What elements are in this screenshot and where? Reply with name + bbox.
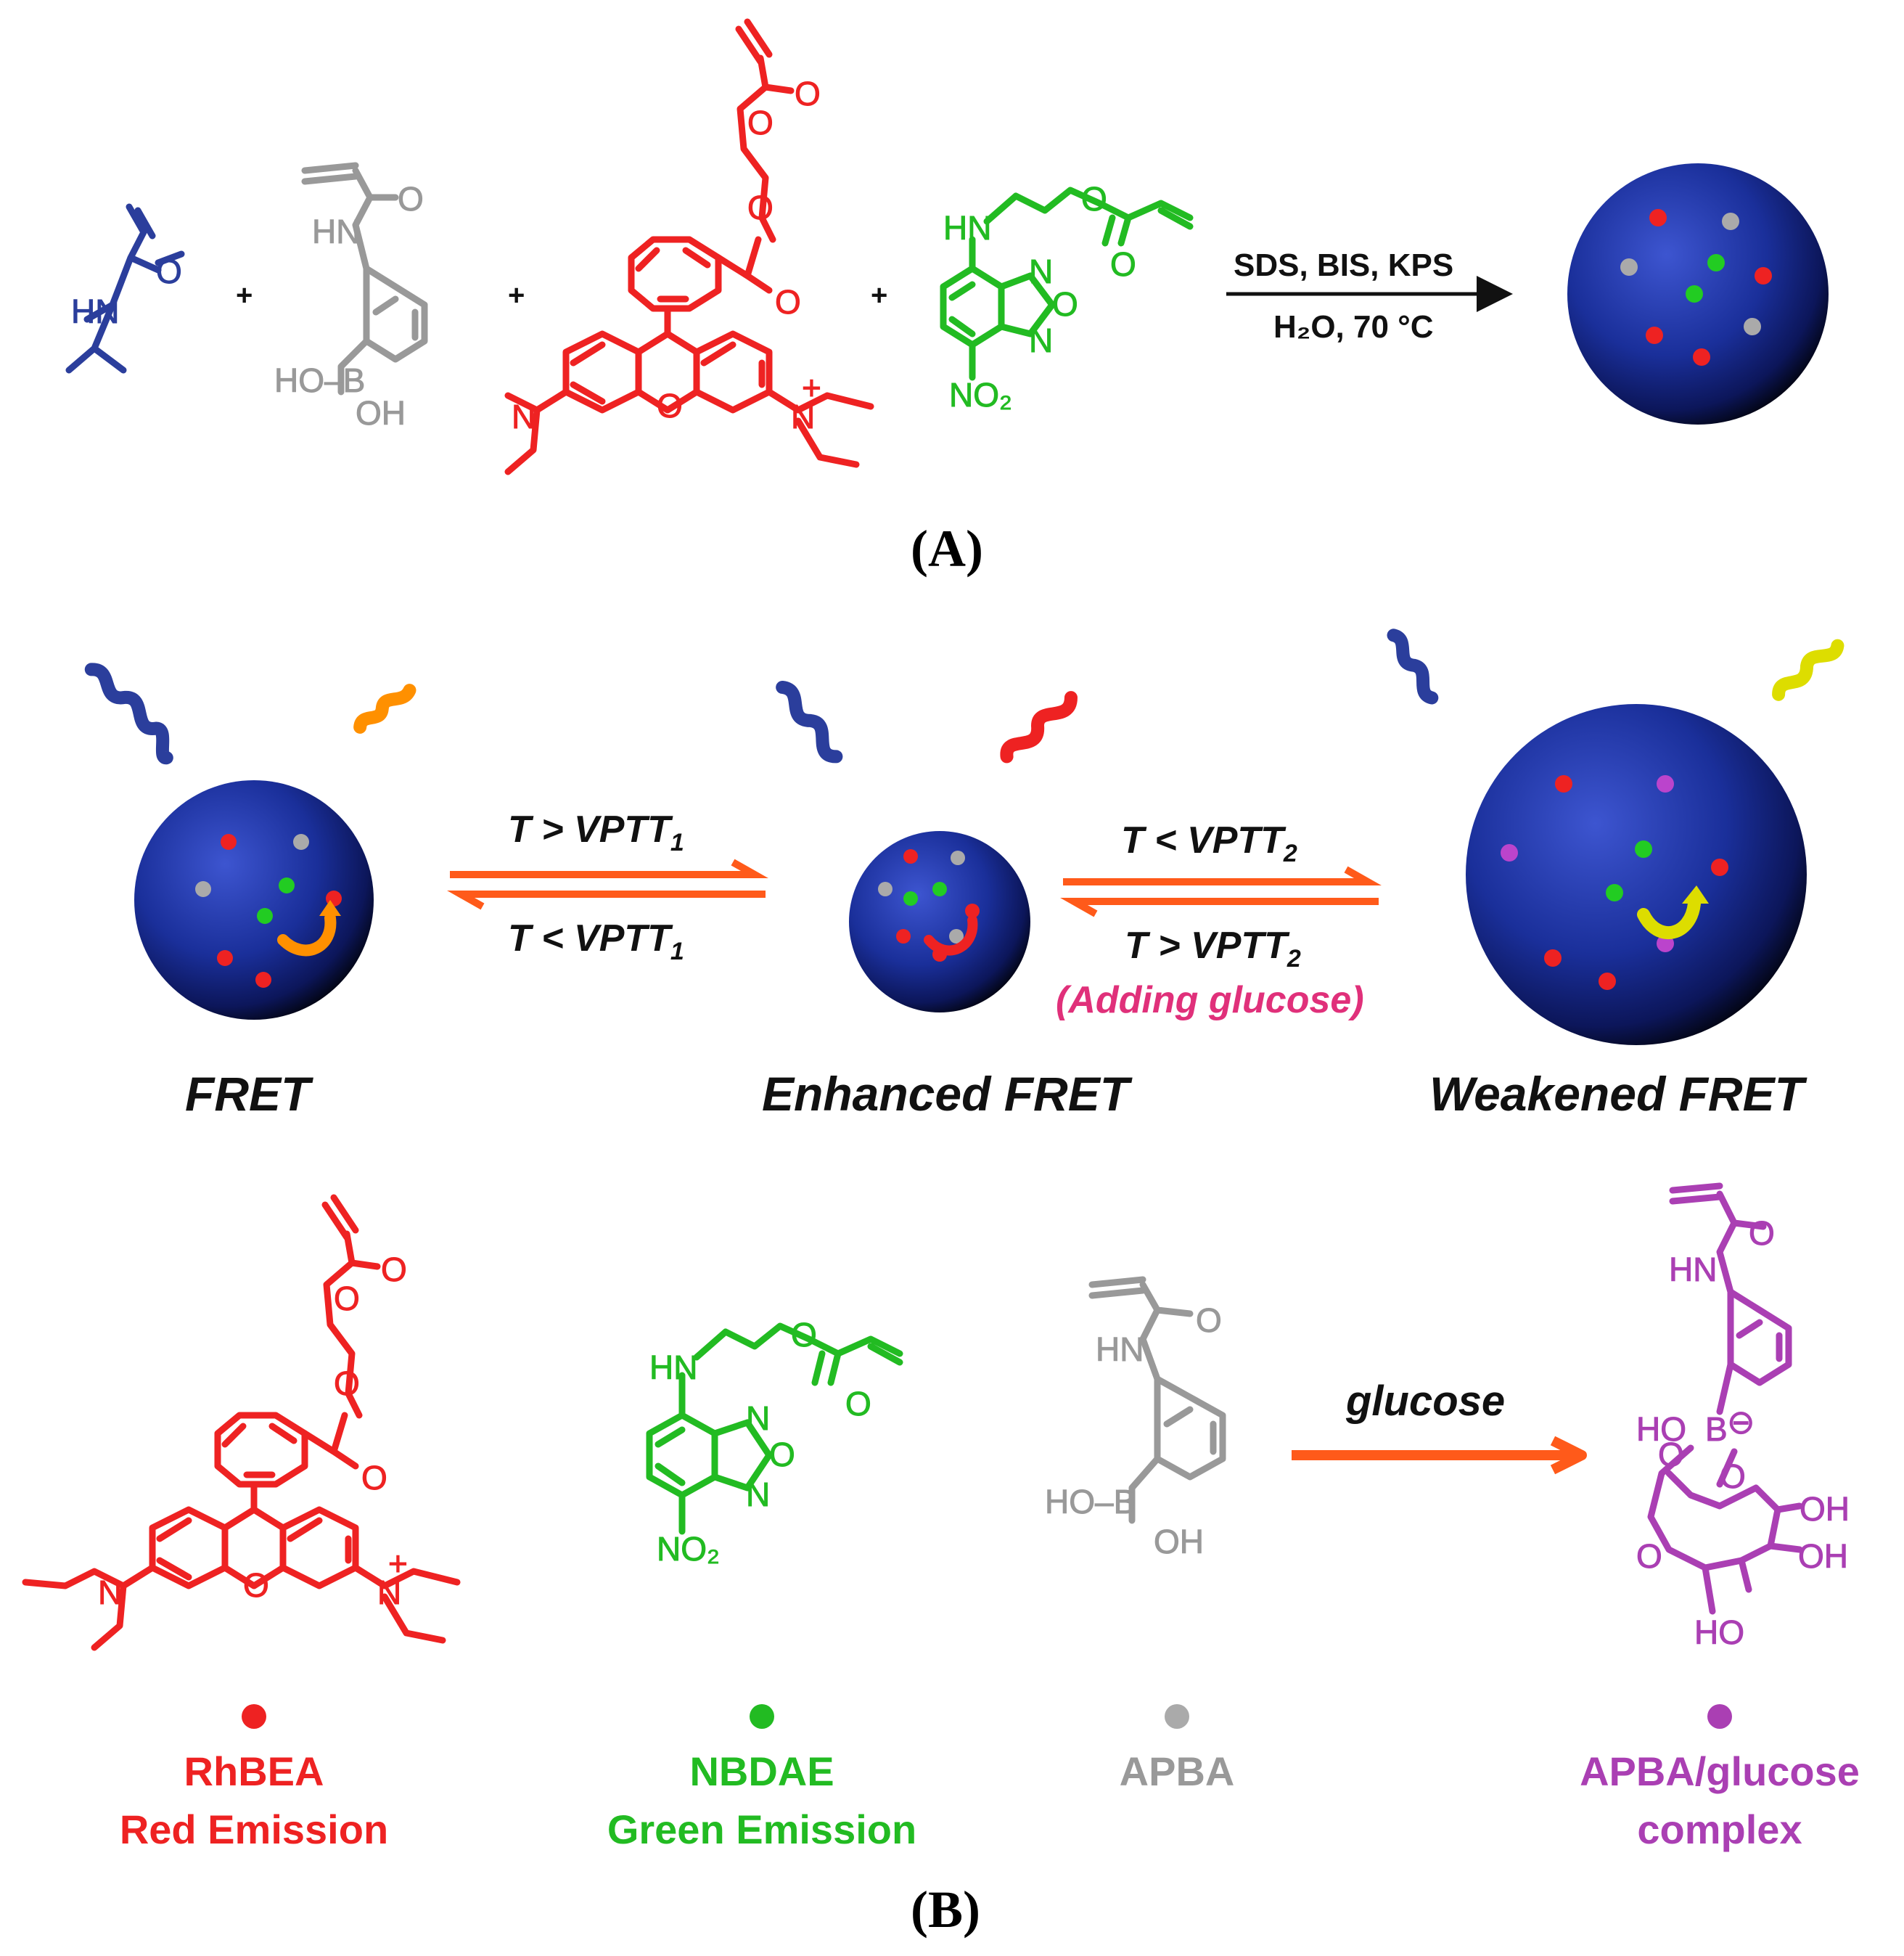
atom-hn: HN <box>1669 1251 1717 1288</box>
conditions-bottom: H₂O, 70 °C <box>1273 309 1434 345</box>
panel-label-a: (A) <box>911 520 983 578</box>
atom-n-plus: N <box>791 398 815 435</box>
atom-n: N <box>512 398 536 435</box>
rhbea-structure-bottom: O O O O O N N + <box>22 1194 461 1651</box>
state-weakened-fret: Weakened FRET <box>1387 629 1844 1121</box>
atom-o: O <box>775 283 801 321</box>
atom-o: O <box>795 75 821 112</box>
plus-sign: + <box>871 279 887 311</box>
atom-o: O <box>156 253 182 290</box>
atom-o: O <box>398 180 424 218</box>
nbdae-structure-bottom: HN O O N O N NO₂ <box>646 1316 903 1568</box>
atom-hn: HN <box>312 213 360 250</box>
nbdae-structure-top: HN O O N O N NO₂ <box>940 180 1194 414</box>
atom-o: O <box>243 1566 269 1604</box>
atom-b: B <box>1705 1410 1728 1448</box>
state-enhanced-fret: Enhanced FRET <box>762 680 1133 1121</box>
atom-n-plus: N <box>377 1574 401 1611</box>
scheme-b: FRET T > VPTT1 T < VPTT1 <box>22 629 1860 1939</box>
legend-name: NBDAE <box>689 1748 834 1794</box>
atom-n: N <box>746 1476 770 1513</box>
charge-plus: + <box>802 369 821 406</box>
rhbea-structure-top: O O O O O N N + <box>504 18 874 475</box>
atom-n: N <box>98 1574 122 1611</box>
atom-no2: NO₂ <box>949 376 1012 414</box>
glucose-label: glucose <box>1345 1378 1505 1425</box>
atom-o: O <box>845 1385 871 1423</box>
atom-oh: OH <box>1800 1490 1850 1528</box>
equilibrium-2: T < VPTT2 T > VPTT2 (Adding glucose) <box>1056 819 1382 1021</box>
legend-complex: APBA/glucose complex <box>1580 1704 1860 1852</box>
atom-o: O <box>1110 245 1136 283</box>
microgel-product <box>1567 163 1829 425</box>
atom-o: O <box>1749 1214 1775 1252</box>
charge-plus: + <box>388 1544 408 1582</box>
legend-name: RhBEA <box>184 1748 324 1794</box>
atom-o: O <box>1196 1301 1222 1339</box>
legend-name: APBA/glucose <box>1580 1748 1860 1794</box>
glucose-reaction-arrow: glucose <box>1292 1378 1587 1475</box>
atom-n: N <box>1029 253 1053 290</box>
charge-minus: ⊖ <box>1727 1403 1755 1441</box>
atom-o: O <box>1658 1436 1684 1473</box>
atom-no2: NO₂ <box>657 1530 720 1568</box>
panel-label-b: (B) <box>911 1881 980 1939</box>
legend-name: APBA <box>1120 1748 1235 1794</box>
atom-o: O <box>1081 180 1107 218</box>
atom-o: O <box>747 189 774 226</box>
atom-n: N <box>746 1399 770 1437</box>
eq2-forward-label: T < VPTT2 <box>1121 819 1297 867</box>
adding-glucose-note: (Adding glucose) <box>1056 979 1364 1021</box>
scheme-a: HN O + O HN HO–B OH + O O <box>65 18 1829 578</box>
conditions-top: SDS, BIS, KPS <box>1234 247 1453 283</box>
synthesis-arrow: SDS, BIS, KPS H₂O, 70 °C <box>1226 247 1513 345</box>
state-label-weakened: Weakened FRET <box>1429 1067 1807 1121</box>
eq1-reverse-label: T < VPTT1 <box>508 917 684 965</box>
legend-description: Red Emission <box>120 1806 388 1852</box>
eq1-forward-label: T > VPTT1 <box>508 809 684 856</box>
legend-apba: APBA <box>1120 1704 1235 1794</box>
legend-rhbea: RhBEA Red Emission <box>120 1704 388 1852</box>
atom-o: O <box>334 1280 360 1317</box>
atom-o: O <box>1052 285 1078 323</box>
atom-o: O <box>361 1459 387 1497</box>
atom-o: O <box>657 387 683 425</box>
atom-oh: OH <box>356 394 406 432</box>
atom-ho-b: HO–B <box>274 361 365 399</box>
atom-o: O <box>791 1316 817 1354</box>
apba-structure-top: O HN HO–B OH <box>274 162 428 433</box>
apba-structure-bottom: O HN HO–B OH <box>1045 1276 1226 1561</box>
nipam-structure: HN O <box>65 203 185 374</box>
atom-o: O <box>769 1436 795 1473</box>
atom-o: O <box>1636 1537 1662 1575</box>
atom-ho: HO <box>1636 1410 1686 1448</box>
plus-sign: + <box>508 279 525 311</box>
apba-glucose-complex-structure: O HN HO O B ⊖ O O OH OH HO <box>1636 1182 1850 1652</box>
legend-description: Green Emission <box>607 1806 916 1852</box>
atom-n: N <box>1029 322 1053 359</box>
atom-o: O <box>1720 1457 1746 1495</box>
atom-hn: HN <box>943 209 991 247</box>
atom-o: O <box>334 1364 360 1402</box>
atom-oh: OH <box>1154 1523 1204 1560</box>
plus-sign: + <box>236 279 253 311</box>
atom-o: O <box>747 104 774 142</box>
atom-ho: HO <box>1694 1613 1744 1651</box>
atom-oh: OH <box>1798 1537 1848 1575</box>
state-fret: FRET <box>84 663 416 1121</box>
atom-hn: HN <box>649 1349 697 1386</box>
legend-description: complex <box>1637 1806 1802 1852</box>
atom-ho-b: HO–B <box>1045 1483 1136 1521</box>
eq2-reverse-label: T > VPTT2 <box>1125 925 1301 973</box>
state-label-fret: FRET <box>185 1067 313 1121</box>
equilibrium-1: T > VPTT1 T < VPTT1 <box>447 809 768 965</box>
atom-hn: HN <box>71 292 119 330</box>
atom-o: O <box>381 1251 407 1288</box>
legend-nbdae: NBDAE Green Emission <box>607 1704 916 1852</box>
atom-hn: HN <box>1096 1330 1144 1368</box>
state-label-enhanced: Enhanced FRET <box>762 1067 1133 1121</box>
